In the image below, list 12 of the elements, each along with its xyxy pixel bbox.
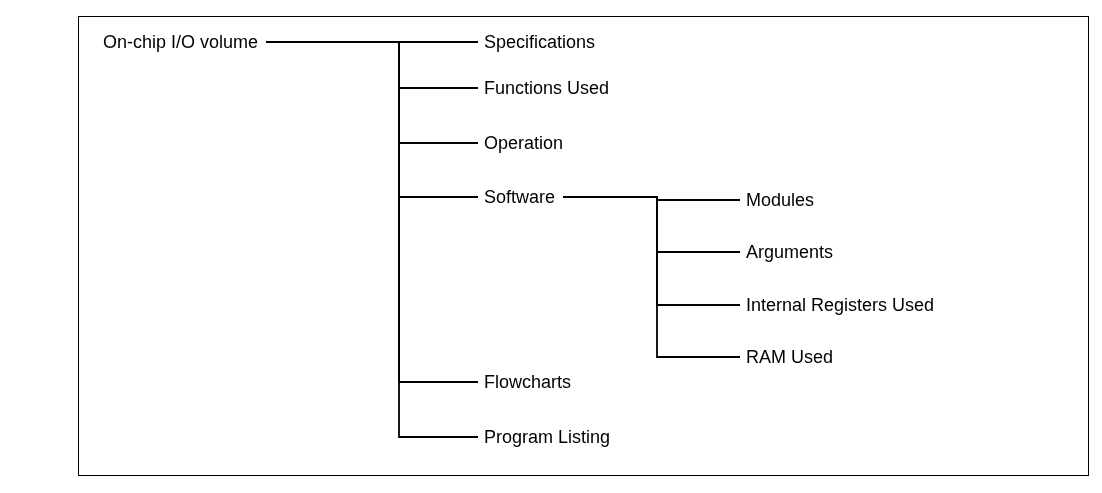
tree-label: Modules: [746, 189, 815, 211]
tree-label: Functions Used: [484, 77, 610, 99]
tree-label: RAM Used: [746, 346, 834, 368]
tree-label: Software: [484, 186, 556, 208]
tree-label: Internal Registers Used: [746, 294, 935, 316]
connector-line: [562, 196, 741, 358]
tree-label: Operation: [484, 132, 564, 154]
tree-label: Arguments: [746, 241, 834, 263]
tree-label: Program Listing: [484, 426, 611, 448]
tree-label: On-chip I/O volume: [103, 31, 259, 53]
tree-label: Specifications: [484, 31, 596, 53]
tree-label: Flowcharts: [484, 371, 572, 393]
